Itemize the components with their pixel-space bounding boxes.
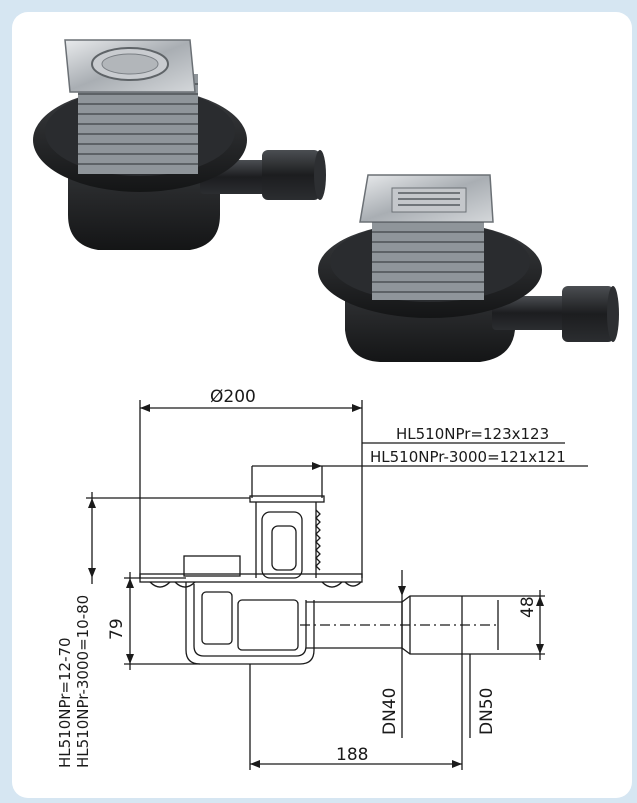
width-label-188: 188 [336,745,368,765]
pipe-label-dn50: DN50 [477,688,497,735]
range-label-1: HL510NPr=12-70 [56,637,74,768]
drain-photo-1 [33,39,326,250]
pipe-label-dn40: DN40 [380,688,400,735]
height-label-48: 48 [518,596,538,618]
technical-drawing [86,400,588,770]
diameter-label: Ø200 [210,387,256,407]
model-label-2: HL510NPr-3000=121x121 [370,448,566,466]
drain-photo-2 [318,174,619,362]
range-label-2: HL510NPr-3000=10-80 [74,595,92,768]
model-label-1: HL510NPr=123x123 [396,425,549,443]
height-label-79: 79 [107,618,127,640]
